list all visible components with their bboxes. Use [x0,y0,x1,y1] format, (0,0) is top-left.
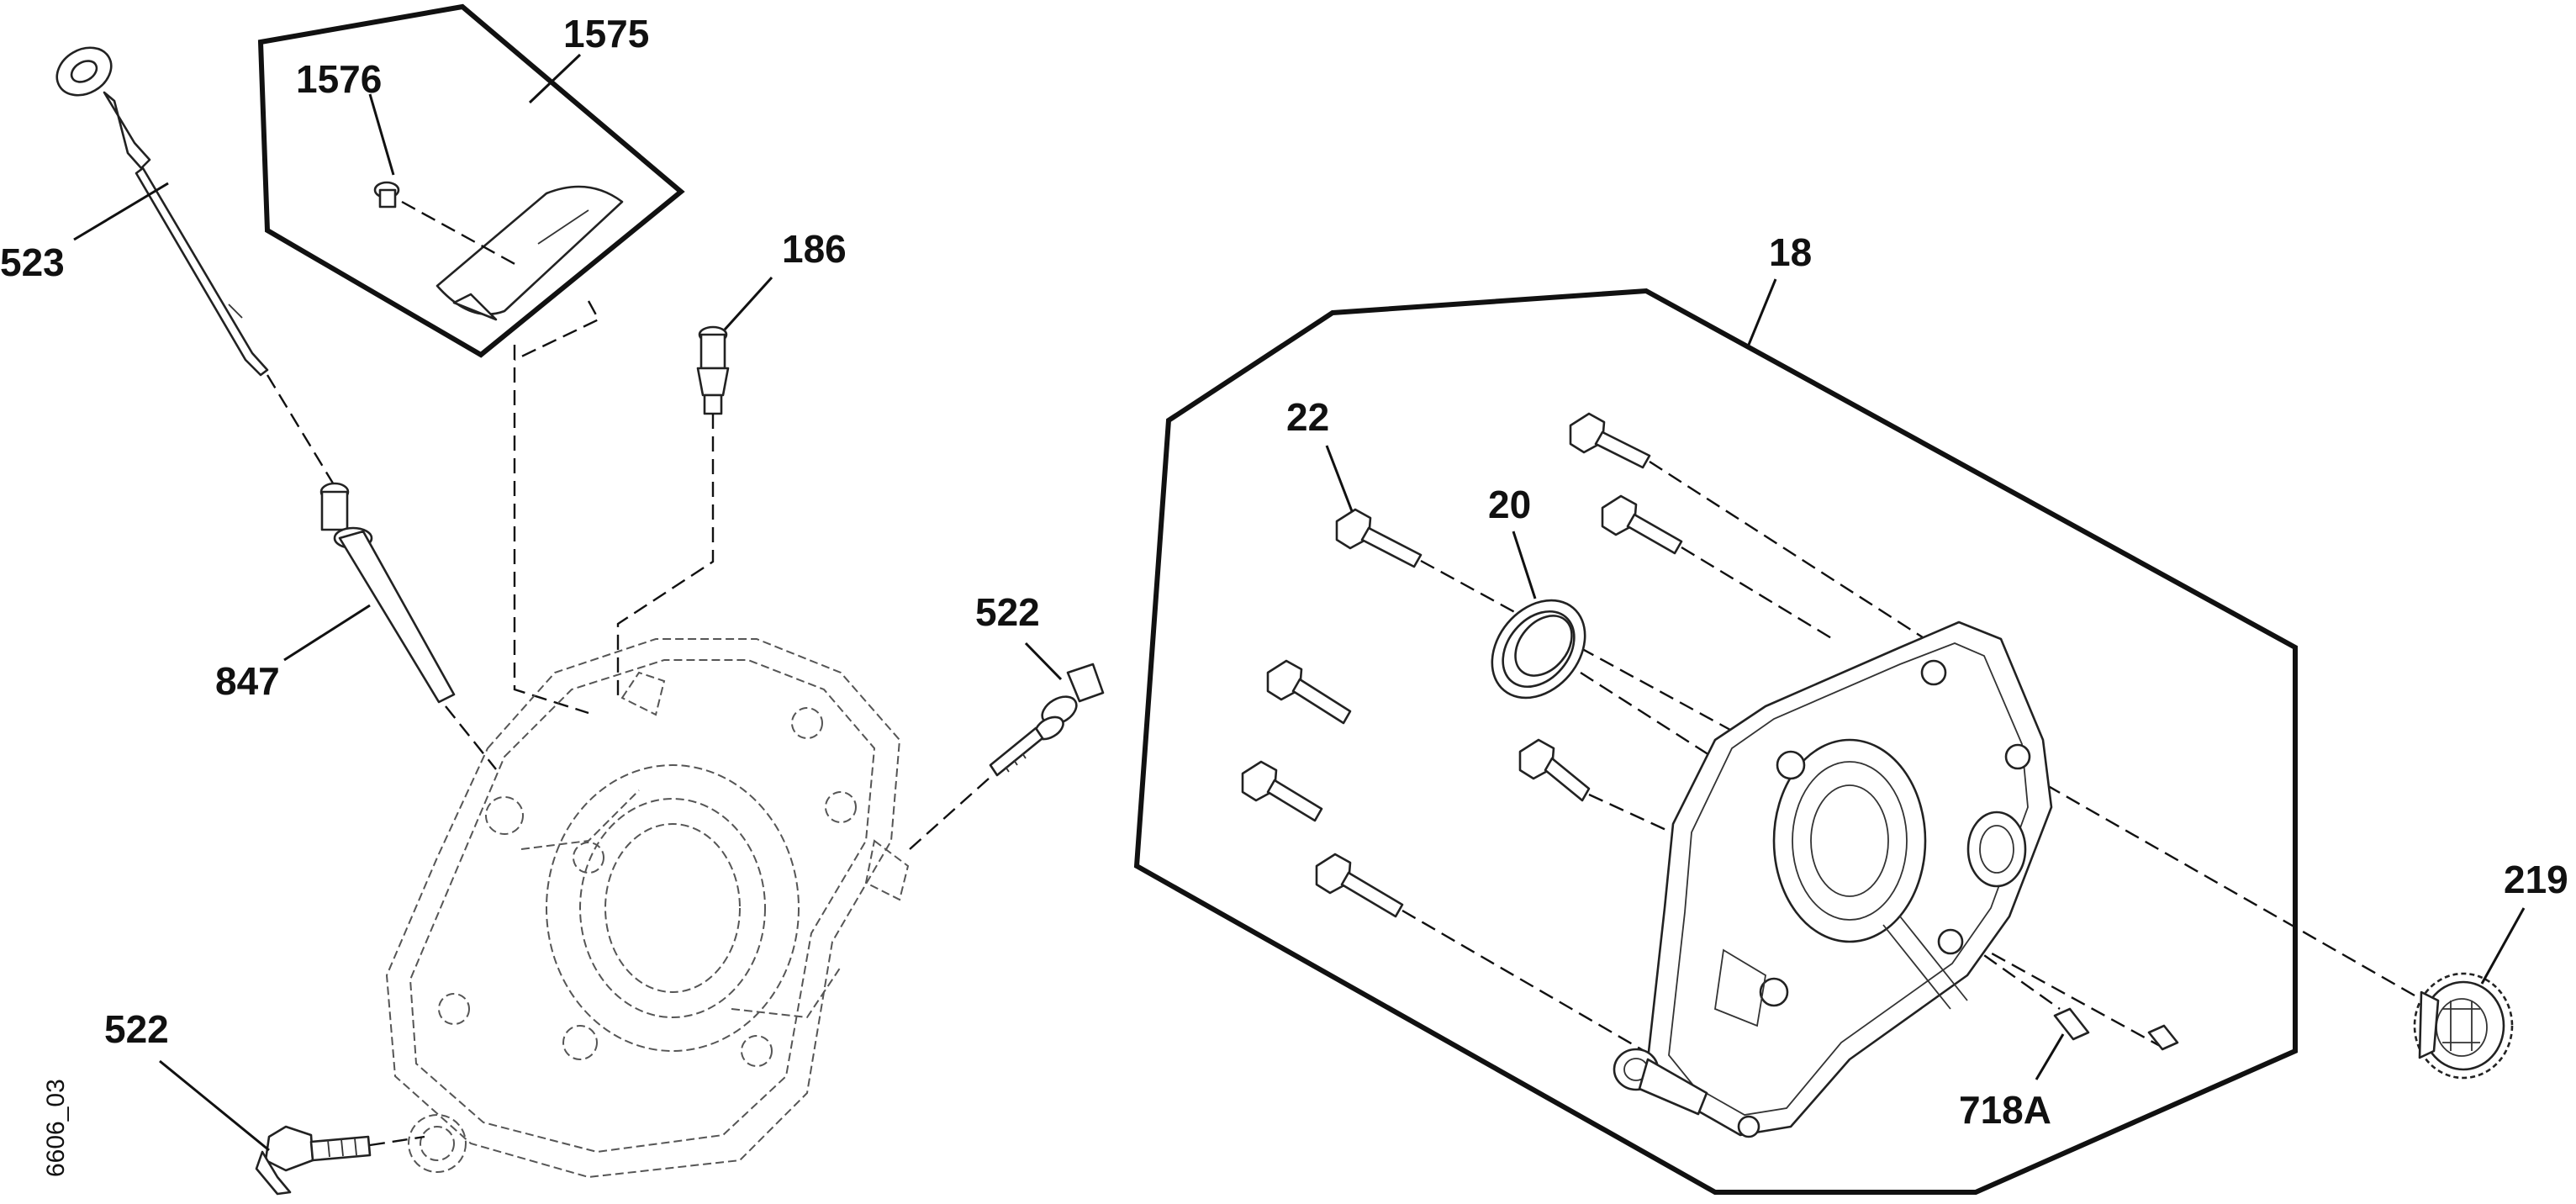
breather-fitting-part [696,325,730,415]
callout-523: 523 [0,240,65,284]
crankcase-cover-part [1613,620,2053,1138]
bolt-parts [1241,412,1683,918]
deflector-part [435,185,624,321]
callout-522-top: 522 [975,590,1040,634]
oil-seal-part [1491,599,1586,700]
oil-plug-bottom-dash [369,1135,425,1147]
callout-522-bottom: 522 [104,1007,169,1051]
leader-lines [73,53,2526,1152]
dipstick-dash-line [266,374,336,487]
dowel-pin-parts [2053,1007,2179,1051]
kit-dash-line-2 [514,300,600,362]
callout-1576: 1576 [296,57,382,101]
figure-id: 6606_03 [42,1079,70,1177]
callout-labels: 523 1576 1575 186 847 522 522 18 22 20 2… [0,12,2568,1132]
dipstick-tube-part [319,482,456,704]
callout-1575: 1575 [563,12,649,55]
oil-plug-top-part [989,663,1105,777]
breather-dash-line [616,414,715,700]
oil-plug-top-dash [909,778,990,850]
callout-718A: 718A [1959,1088,2051,1132]
crankcase-cover-ghost [385,638,910,1179]
dipstick-part [55,46,269,377]
governor-gear-part [2413,972,2514,1080]
callout-22: 22 [1286,395,1329,439]
callout-219: 219 [2504,858,2568,901]
callout-20: 20 [1488,483,1531,526]
crankcase-kit-frame [1133,288,2298,1195]
oil-plug-bottom-part [255,1125,372,1196]
kit-dash-line [513,345,589,715]
deflector-kit-frame [257,3,685,358]
callout-847: 847 [215,659,280,703]
callout-186: 186 [782,227,847,271]
callout-18: 18 [1769,230,1812,274]
deflector-screw-part [373,181,400,209]
tube-dash-line [445,705,497,770]
